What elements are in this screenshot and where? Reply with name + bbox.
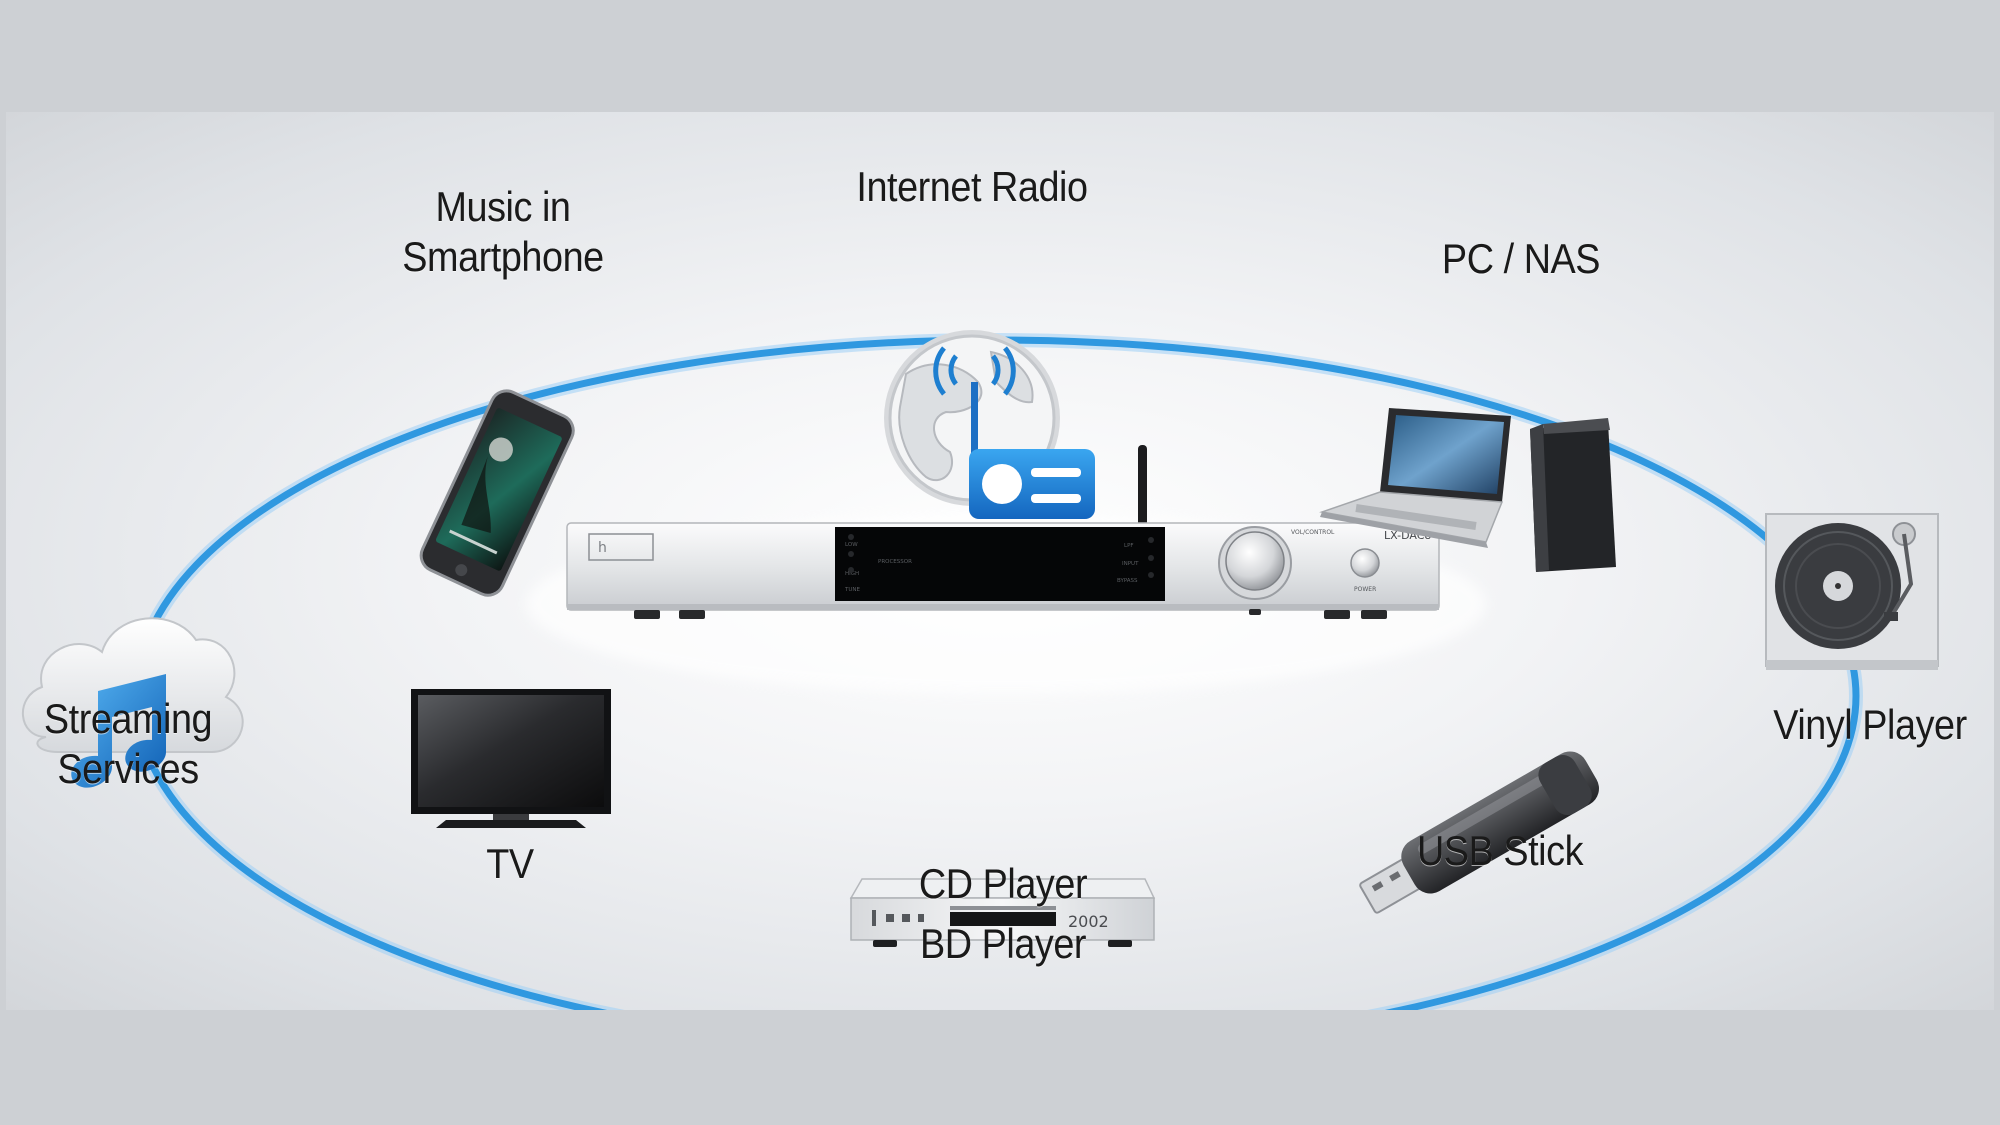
pc-nas-label: PC / NAS <box>1441 235 1601 282</box>
usb-stick-icon <box>1359 751 1599 914</box>
cloud-music-icon <box>22 617 244 788</box>
svg-text:HIGH: HIGH <box>845 571 859 577</box>
svg-text:TUNE: TUNE <box>844 587 860 593</box>
disc-player-icon: 2002 <box>849 878 1156 947</box>
cd-bd-player-label: CD Player BD Player <box>918 860 1088 967</box>
turntable-icon <box>1765 513 1939 670</box>
svg-text:INPUT: INPUT <box>1122 561 1139 567</box>
diagram-graphics: h LOW HIGH TUNE PROCESSOR LPF INPUT BYPA… <box>22 330 1939 1010</box>
smartphone-icon <box>419 389 575 597</box>
svg-text:BYPASS: BYPASS <box>1117 578 1138 584</box>
power-label: POWER <box>1354 586 1376 593</box>
streaming-services-label: Streaming Services <box>43 695 213 792</box>
tv-label: TV <box>486 840 534 887</box>
diagram-canvas: h LOW HIGH TUNE PROCESSOR LPF INPUT BYPA… <box>6 112 1994 1010</box>
svg-text:PROCESSOR: PROCESSOR <box>878 559 912 565</box>
knob-label: VOL/CONTROL <box>1291 529 1335 536</box>
svg-text:2002: 2002 <box>1068 912 1109 931</box>
svg-text:LPF: LPF <box>1124 543 1134 549</box>
smartphone-label: Music in Smartphone <box>402 183 604 280</box>
tv-icon <box>411 689 611 828</box>
vinyl-player-label: Vinyl Player <box>1773 701 1967 748</box>
internet-radio-label: Internet Radio <box>856 163 1088 210</box>
svg-text:h: h <box>598 540 607 556</box>
usb-stick-label: USB Stick <box>1416 827 1584 874</box>
internet-radio-icon <box>884 330 1095 519</box>
svg-text:LOW: LOW <box>845 542 858 548</box>
dac-amplifier-icon: h LOW HIGH TUNE PROCESSOR LPF INPUT BYPA… <box>526 445 1486 694</box>
laptop-nas-icon <box>1319 408 1616 572</box>
